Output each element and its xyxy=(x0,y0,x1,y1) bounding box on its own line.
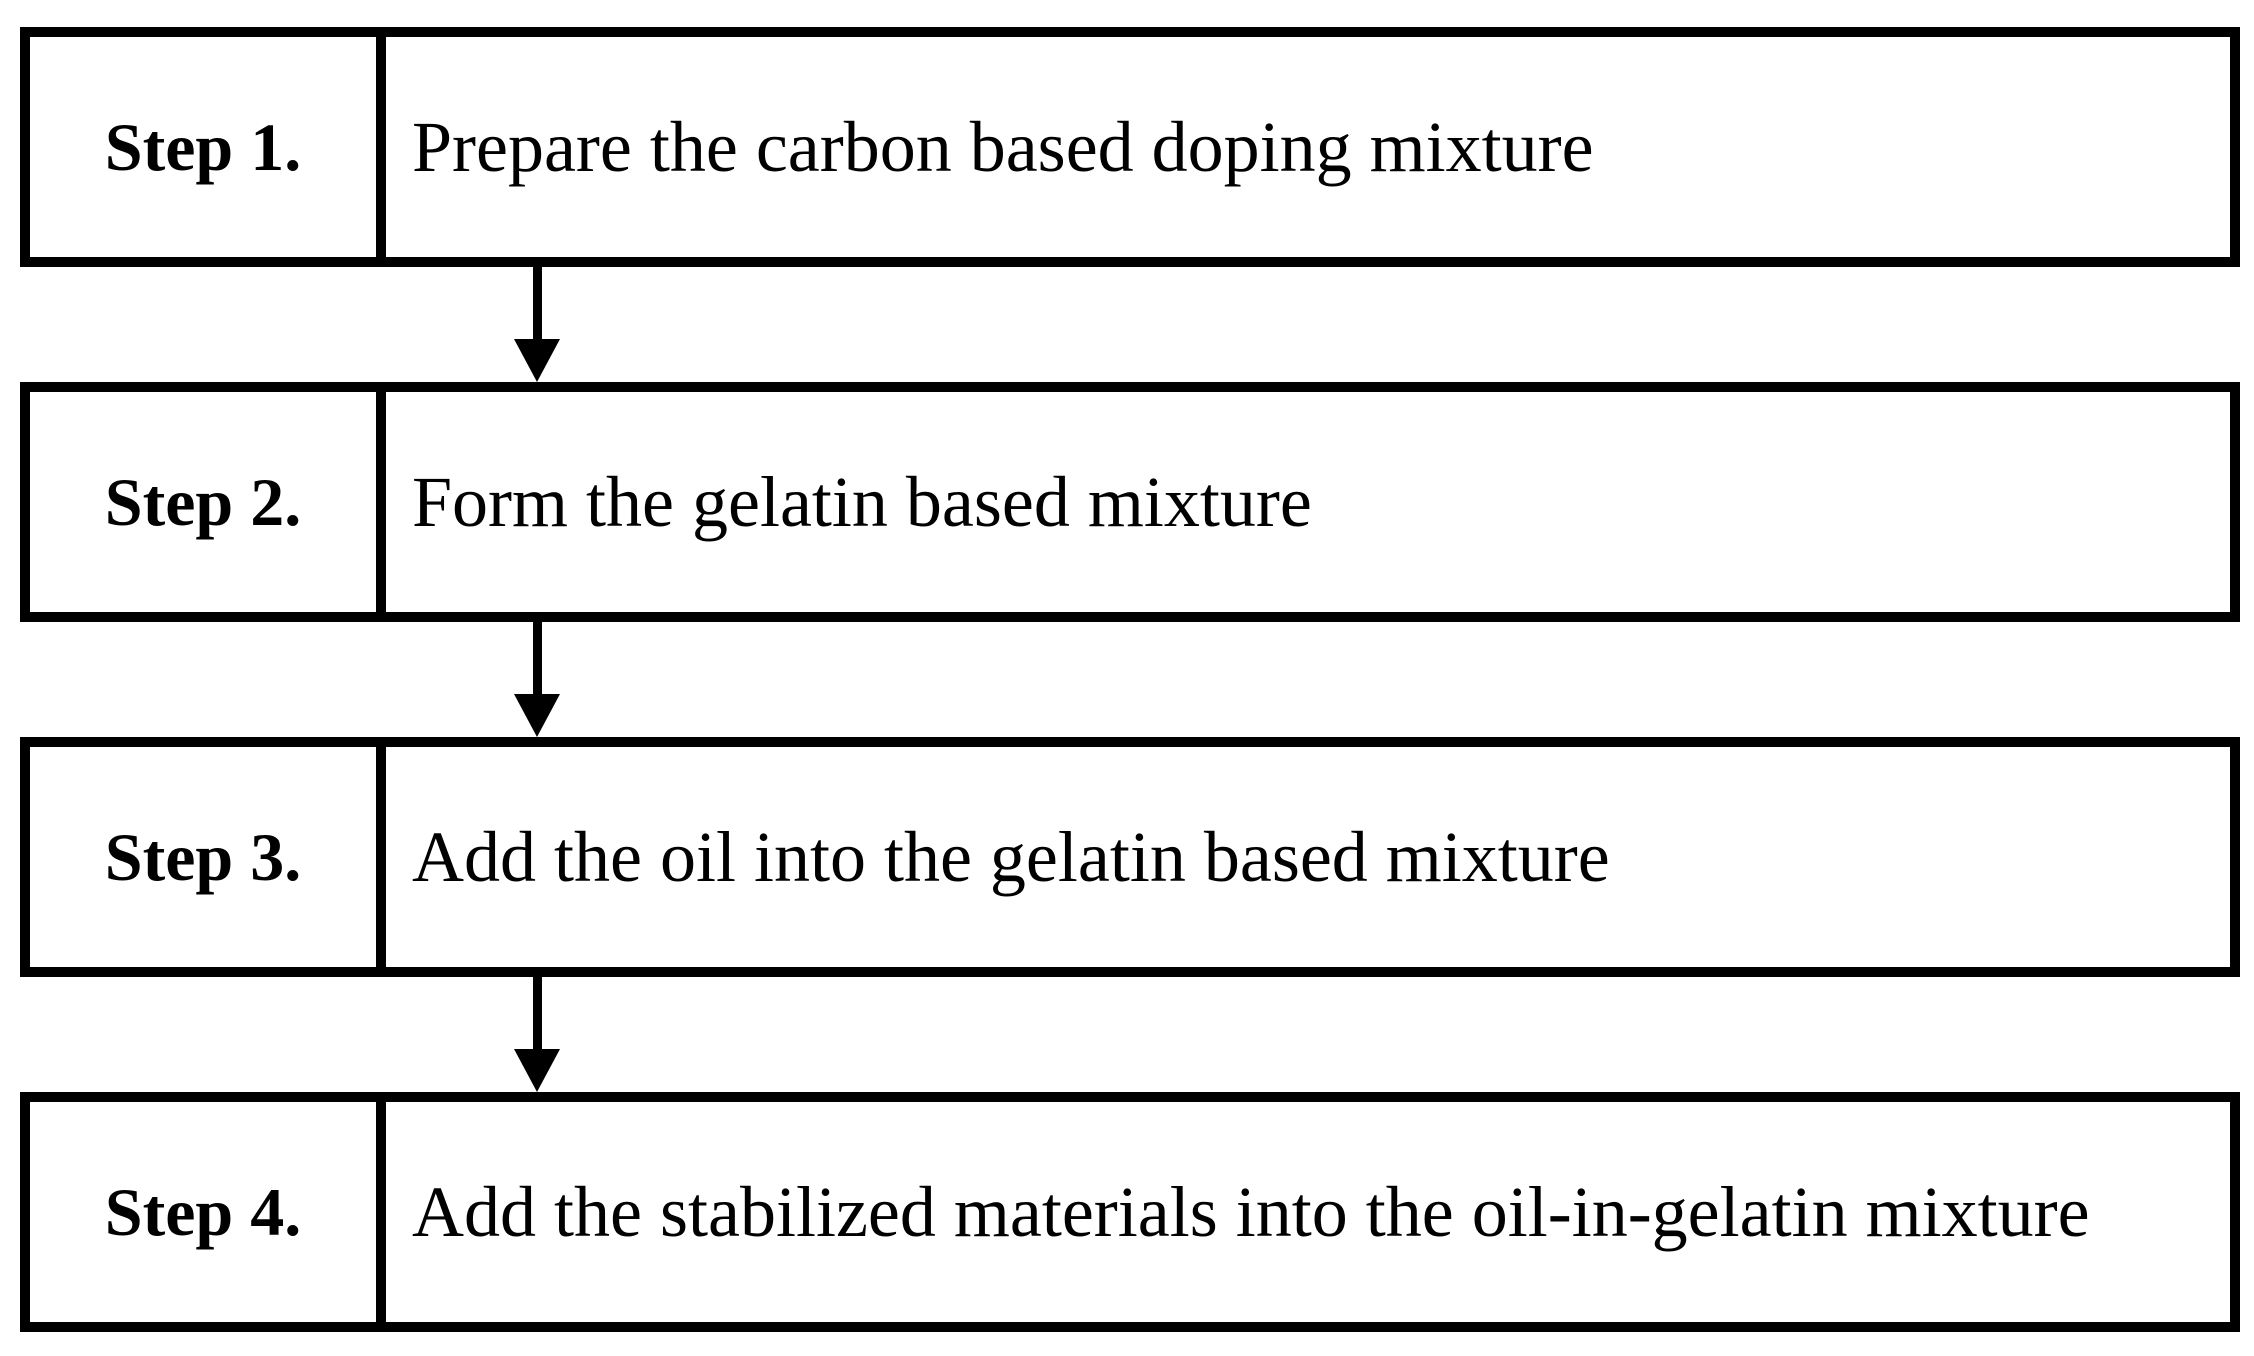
step-4-label: Step 4. xyxy=(104,1174,302,1250)
down-arrow-stem xyxy=(533,977,542,1051)
step-2-description: Form the gelatin based mixture xyxy=(412,462,1312,542)
flow-arrow-3 xyxy=(20,977,2240,1092)
step-2-label-cell: Step 2. xyxy=(30,392,386,612)
down-arrow-icon xyxy=(514,1049,560,1092)
step-1-description-cell: Prepare the carbon based doping mixture xyxy=(386,37,2230,257)
step-row-4: Step 4. Add the stabilized materials int… xyxy=(20,1092,2240,1332)
step-2-description-cell: Form the gelatin based mixture xyxy=(386,392,2230,612)
step-row-1: Step 1. Prepare the carbon based doping … xyxy=(20,27,2240,267)
step-4-description-cell: Add the stabilized materials into the oi… xyxy=(386,1102,2230,1322)
down-arrow-stem xyxy=(533,622,542,696)
step-3-description: Add the oil into the gelatin based mixtu… xyxy=(412,817,1610,897)
step-3-label-cell: Step 3. xyxy=(30,747,386,967)
flow-arrow-1 xyxy=(20,267,2240,382)
step-1-label: Step 1. xyxy=(104,109,302,185)
step-1-description: Prepare the carbon based doping mixture xyxy=(412,107,1594,187)
step-row-3: Step 3. Add the oil into the gelatin bas… xyxy=(20,737,2240,977)
step-1-label-cell: Step 1. xyxy=(30,37,386,257)
step-4-description: Add the stabilized materials into the oi… xyxy=(412,1172,2090,1252)
down-arrow-icon xyxy=(514,694,560,737)
down-arrow-stem xyxy=(533,267,542,341)
flow-arrow-2 xyxy=(20,622,2240,737)
down-arrow-icon xyxy=(514,339,560,382)
step-3-description-cell: Add the oil into the gelatin based mixtu… xyxy=(386,747,2230,967)
step-row-2: Step 2. Form the gelatin based mixture xyxy=(20,382,2240,622)
step-3-label: Step 3. xyxy=(104,819,302,895)
step-2-label: Step 2. xyxy=(104,464,302,540)
step-4-label-cell: Step 4. xyxy=(30,1102,386,1322)
